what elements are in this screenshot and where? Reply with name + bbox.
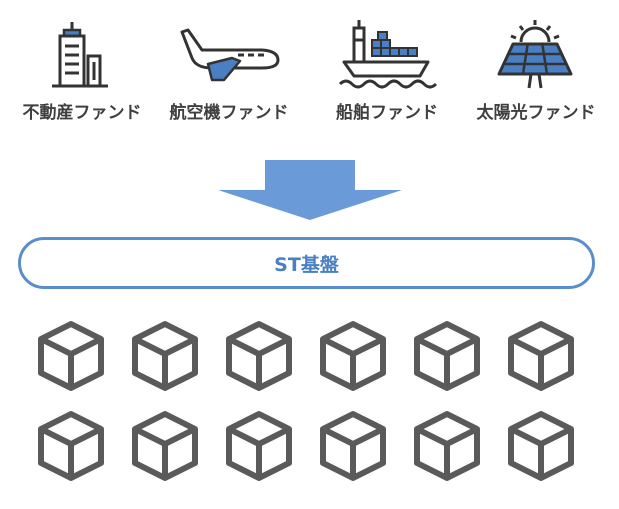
fund-aircraft: 航空機ファンド	[154, 18, 304, 123]
cube-icon	[503, 319, 579, 391]
cube-icon	[409, 319, 485, 391]
fund-ship: 船舶ファンド	[312, 18, 462, 123]
block-row	[33, 409, 579, 481]
block-grid	[33, 319, 579, 481]
fund-label-solar: 太陽光ファンド	[476, 103, 596, 123]
cube-icon	[127, 319, 203, 391]
st-platform: ST基盤	[18, 237, 595, 289]
fund-solar: 太陽光ファンド	[461, 18, 611, 123]
fund-label-aircraft: 航空機ファンド	[169, 103, 289, 123]
cube-icon	[409, 409, 485, 481]
cube-icon	[315, 409, 391, 481]
solar-panel-icon	[497, 20, 573, 89]
fund-label-real-estate: 不動産ファンド	[22, 103, 142, 123]
fund-label-ship: 船舶ファンド	[336, 103, 438, 123]
cube-icon	[221, 409, 297, 481]
cube-icon	[33, 319, 109, 391]
ship-icon	[338, 20, 438, 89]
cube-icon	[503, 409, 579, 481]
fund-real-estate: 不動産ファンド	[7, 18, 157, 123]
down-arrow-icon	[218, 160, 402, 220]
cube-icon	[127, 409, 203, 481]
cube-icon	[221, 319, 297, 391]
building-icon	[52, 22, 108, 88]
cube-icon	[33, 409, 109, 481]
st-platform-label: ST基盤	[274, 253, 339, 276]
cube-icon	[315, 319, 391, 391]
airplane-icon	[180, 28, 280, 82]
block-row	[33, 319, 579, 391]
